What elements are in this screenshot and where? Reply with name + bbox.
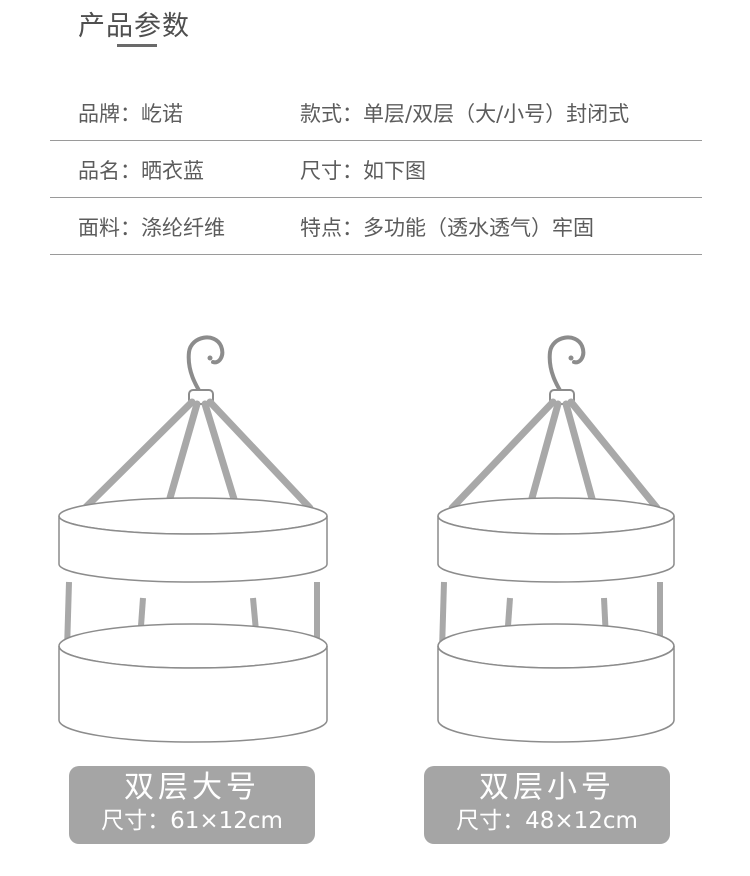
spec-size: 尺寸：如下图 — [300, 159, 426, 183]
spec-table: 品牌：屹诺 款式：单层/双层（大/小号）封闭式 品名：晒衣蓝 尺寸：如下图 面料… — [50, 84, 702, 255]
spec-material: 面料：涤纶纤维 — [78, 216, 225, 240]
product-name: 双层大号 — [124, 770, 260, 805]
section-title: 产品参数 — [78, 11, 190, 42]
product-size: 尺寸：61×12cm — [101, 808, 283, 834]
basket-icon — [437, 335, 675, 743]
basket-icon — [58, 335, 328, 743]
large-size-label: 双层大号 尺寸：61×12cm — [69, 766, 315, 844]
product-name: 双层小号 — [479, 770, 615, 805]
small-size-label: 双层小号 尺寸：48×12cm — [424, 766, 670, 844]
spec-row: 面料：涤纶纤维 特点：多功能（透水透气）牢固 — [50, 198, 702, 255]
spec-product-name: 品名：晒衣蓝 — [78, 159, 204, 183]
spec-brand: 品牌：屹诺 — [78, 102, 183, 126]
large-basket-illustration — [55, 330, 345, 760]
title-underline — [117, 44, 157, 47]
spec-row: 品名：晒衣蓝 尺寸：如下图 — [50, 141, 702, 198]
small-basket-illustration — [432, 330, 722, 760]
spec-style: 款式：单层/双层（大/小号）封闭式 — [300, 102, 630, 126]
spec-row: 品牌：屹诺 款式：单层/双层（大/小号）封闭式 — [50, 84, 702, 141]
spec-features: 特点：多功能（透水透气）牢固 — [300, 216, 594, 240]
product-size: 尺寸：48×12cm — [456, 808, 638, 834]
